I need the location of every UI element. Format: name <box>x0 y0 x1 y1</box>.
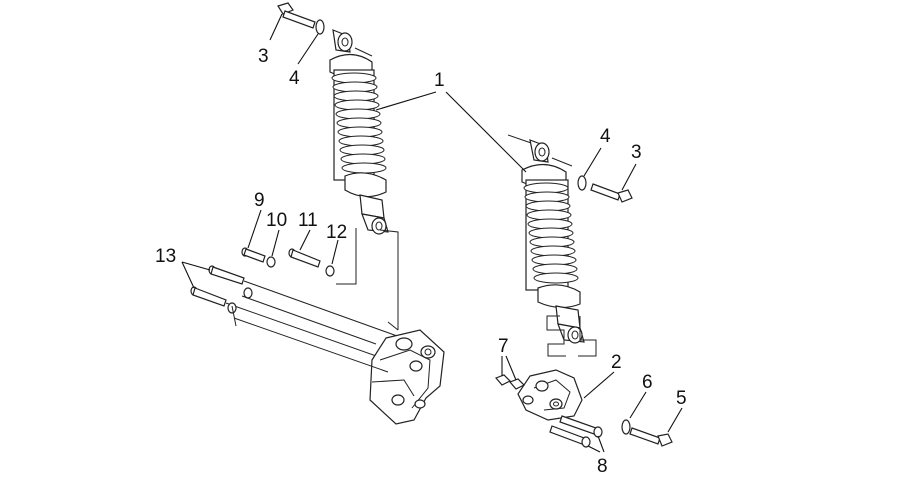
callout-5: 5 <box>676 388 687 409</box>
left-top-bolt <box>277 2 316 29</box>
washer-12 <box>325 265 335 277</box>
bolt-11 <box>288 248 321 268</box>
leader-12 <box>331 239 339 265</box>
callout-labels: 1 2 3 3 4 4 5 6 7 8 9 10 11 12 13 <box>155 46 687 477</box>
right-bolts-8 <box>549 415 603 448</box>
callout-12: 12 <box>326 222 347 243</box>
callout-8: 8 <box>597 456 608 477</box>
leader-1-right <box>445 91 527 173</box>
leader-4-right <box>583 147 602 177</box>
leader-8-a <box>597 435 605 453</box>
right-coil-spring <box>523 179 579 291</box>
callout-13: 13 <box>155 246 176 267</box>
right-top-eye <box>507 134 573 167</box>
leader-13-a <box>181 261 211 271</box>
left-long-bolt-lower <box>190 286 383 359</box>
washer-10 <box>266 256 276 268</box>
right-shock-absorber <box>507 134 585 344</box>
callout-3-right: 3 <box>631 142 642 163</box>
leader-3-left <box>269 13 283 41</box>
leader-9 <box>247 209 262 249</box>
bolt-5 <box>629 427 673 447</box>
right-bottom-collar <box>537 284 581 309</box>
callout-2: 2 <box>611 352 622 373</box>
callout-10: 10 <box>266 210 287 231</box>
leader-2 <box>583 371 615 399</box>
washer-13-a <box>243 287 253 299</box>
left-bottom-collar <box>344 172 387 198</box>
callout-1: 1 <box>434 70 445 91</box>
leader-8-b <box>587 445 601 453</box>
leader-10 <box>271 229 280 257</box>
callout-6: 6 <box>642 372 653 393</box>
leader-lines <box>181 13 683 453</box>
left-assembly-guides <box>336 228 399 331</box>
washer-6 <box>621 419 631 435</box>
left-coil-spring <box>331 69 387 181</box>
right-bolt-3 <box>590 183 633 203</box>
leader-7-b <box>505 355 517 381</box>
callout-9: 9 <box>254 190 265 211</box>
leader-11 <box>299 229 311 251</box>
right-shock-bracket <box>517 369 583 421</box>
callout-7: 7 <box>498 336 509 357</box>
left-frame-bracket <box>369 329 445 425</box>
callout-4-left: 4 <box>289 68 300 89</box>
left-frame-tube <box>231 295 389 373</box>
leader-6 <box>629 391 647 419</box>
left-long-bolts <box>190 265 401 359</box>
right-washer-4 <box>577 175 587 191</box>
callout-4-right: 4 <box>600 126 611 147</box>
leader-5 <box>667 407 683 433</box>
leader-4-left <box>297 33 319 65</box>
right-assembly-guides <box>546 315 597 357</box>
left-small-bolts <box>227 247 335 314</box>
callout-11: 11 <box>298 210 318 231</box>
callout-3-left: 3 <box>258 46 269 67</box>
leader-13-b <box>181 261 195 289</box>
leader-3-right <box>621 163 637 191</box>
left-top-eye <box>332 29 373 57</box>
leader-1-left <box>375 91 437 111</box>
left-long-bolt-upper <box>208 265 401 338</box>
left-top-washer <box>315 19 325 35</box>
right-nuts-7 <box>494 374 526 390</box>
left-shock-absorber <box>277 2 389 235</box>
bolt-9 <box>241 247 266 263</box>
